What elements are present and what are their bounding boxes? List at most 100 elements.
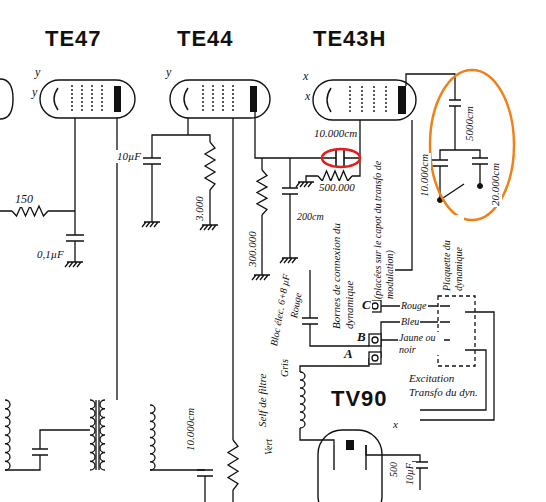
label-anchor: Rouge — [288, 291, 304, 320]
label-anchor: Bleu — [400, 316, 420, 328]
component-label: 0,1µF — [36, 248, 65, 261]
label-anchor: (placées sur le capot du transfo de modu… — [372, 148, 395, 300]
ground-symbol — [200, 225, 218, 230]
tube-symbol — [0, 79, 13, 119]
tube-symbol — [318, 430, 382, 502]
wire — [152, 118, 210, 225]
grid-symbol — [72, 85, 102, 113]
grid-symbol — [72, 85, 386, 114]
capacitor-symbol — [432, 160, 448, 166]
component-label: y — [165, 66, 172, 80]
label-anchor: TE47 — [44, 26, 103, 51]
wire — [0, 74, 494, 502]
component-label: Rouge — [288, 291, 304, 320]
component-label: Gris — [279, 358, 291, 378]
label-anchor: x — [304, 90, 311, 104]
component-label: x — [304, 90, 311, 104]
label-anchor: 20.000cm — [489, 162, 502, 207]
component-label: 20.000cm — [489, 162, 502, 207]
capacitor-symbol — [143, 158, 161, 164]
tube-name: TE44 — [176, 26, 235, 51]
capacitor-symbol — [449, 100, 461, 106]
label-anchor: y — [31, 86, 38, 100]
capacitor-symbol — [282, 188, 298, 194]
terminal-symbol — [369, 352, 381, 364]
label-anchor: 0,1µF — [36, 248, 65, 261]
component-label: Transfo du dyn. — [408, 386, 479, 399]
capacitor-symbol — [302, 318, 318, 324]
resistor-symbol — [228, 440, 238, 490]
label-anchor: Rouge — [400, 300, 428, 312]
component-label: B — [356, 330, 367, 345]
coil-symbol — [5, 400, 10, 470]
label-anchor: 500 — [388, 461, 400, 478]
component-label: 10.000cm — [418, 153, 431, 198]
generated-symbols — [5, 142, 352, 490]
label-anchor: B — [356, 330, 367, 345]
label-anchor: Transfo du dyn. — [408, 386, 479, 399]
component-label: x — [392, 418, 399, 431]
resistor-symbol — [257, 170, 267, 215]
wire — [306, 158, 360, 182]
label-anchor: C — [361, 298, 372, 313]
label-anchor: 200cm — [296, 211, 325, 223]
label-anchor: y — [165, 66, 172, 80]
grid-symbol — [203, 85, 233, 113]
component-label: 3.000 — [193, 195, 206, 222]
label-anchor: 500.000 — [318, 181, 356, 194]
wire — [0, 118, 75, 262]
capacitor-symbol — [472, 158, 488, 164]
label-anchor: Excitation — [408, 372, 455, 385]
label-anchor: TE43H — [312, 26, 387, 51]
tube-name: TE43H — [312, 26, 387, 51]
component-label: y — [31, 86, 38, 100]
speaker-plate — [438, 296, 475, 366]
component-label: 500.000 — [318, 181, 356, 194]
label-anchor: 5000cm — [463, 105, 476, 142]
component-label: 150 — [14, 193, 34, 207]
plate-symbol — [398, 86, 406, 114]
component-label: 300.000 — [246, 230, 259, 268]
label-anchor: Jaune ou noir — [398, 332, 444, 355]
wire — [420, 312, 494, 420]
component-label: Jaune ou noir — [398, 332, 444, 355]
component-label: 10µF — [404, 462, 416, 486]
component-label: Excitation — [408, 372, 455, 385]
speaker-plate — [440, 306, 475, 350]
capacitor-symbol — [32, 100, 488, 476]
component-label: C — [361, 298, 372, 313]
wire — [117, 118, 233, 502]
ground-symbol — [142, 222, 160, 227]
capacitor-symbol — [336, 150, 344, 166]
component-label: 500 — [388, 461, 400, 478]
label-anchor: Gris — [279, 358, 291, 378]
plate-symbol — [114, 86, 406, 450]
tube-symbol — [327, 88, 331, 112]
wire — [366, 445, 420, 490]
component-label: Plaquette du dynamique — [441, 215, 464, 292]
coil-symbol — [300, 372, 305, 428]
ground-symbol — [296, 182, 314, 187]
component-label: 10µF — [116, 150, 142, 163]
label-anchor: TE44 — [176, 26, 235, 51]
tube-symbol — [40, 80, 135, 118]
label-anchor: 10µF — [116, 150, 142, 163]
label-anchor: 10.000cm — [313, 127, 358, 140]
component-label: x — [302, 70, 309, 84]
label-anchor: Bornes de connexion du dynamique — [330, 198, 355, 330]
plate-symbol — [250, 86, 257, 112]
label-anchor: 10.000cm — [184, 407, 197, 452]
capacitor-symbol — [32, 449, 48, 455]
coil-symbol — [150, 405, 155, 470]
label-anchor: x — [302, 70, 309, 84]
label-anchor: 3.000 — [193, 195, 206, 222]
label-anchor: Plaquette du dynamique — [441, 215, 464, 292]
switch-contact — [478, 184, 483, 189]
label-anchor: x — [392, 418, 399, 431]
component-label: Rouge — [400, 300, 428, 312]
tube-symbol — [54, 88, 58, 110]
component-label: (placées sur le capot du transfo de modu… — [372, 148, 395, 300]
label-anchor: 10µF — [404, 462, 416, 486]
resistor-symbol — [318, 171, 352, 181]
label-anchor: 10.000cm — [418, 153, 431, 198]
